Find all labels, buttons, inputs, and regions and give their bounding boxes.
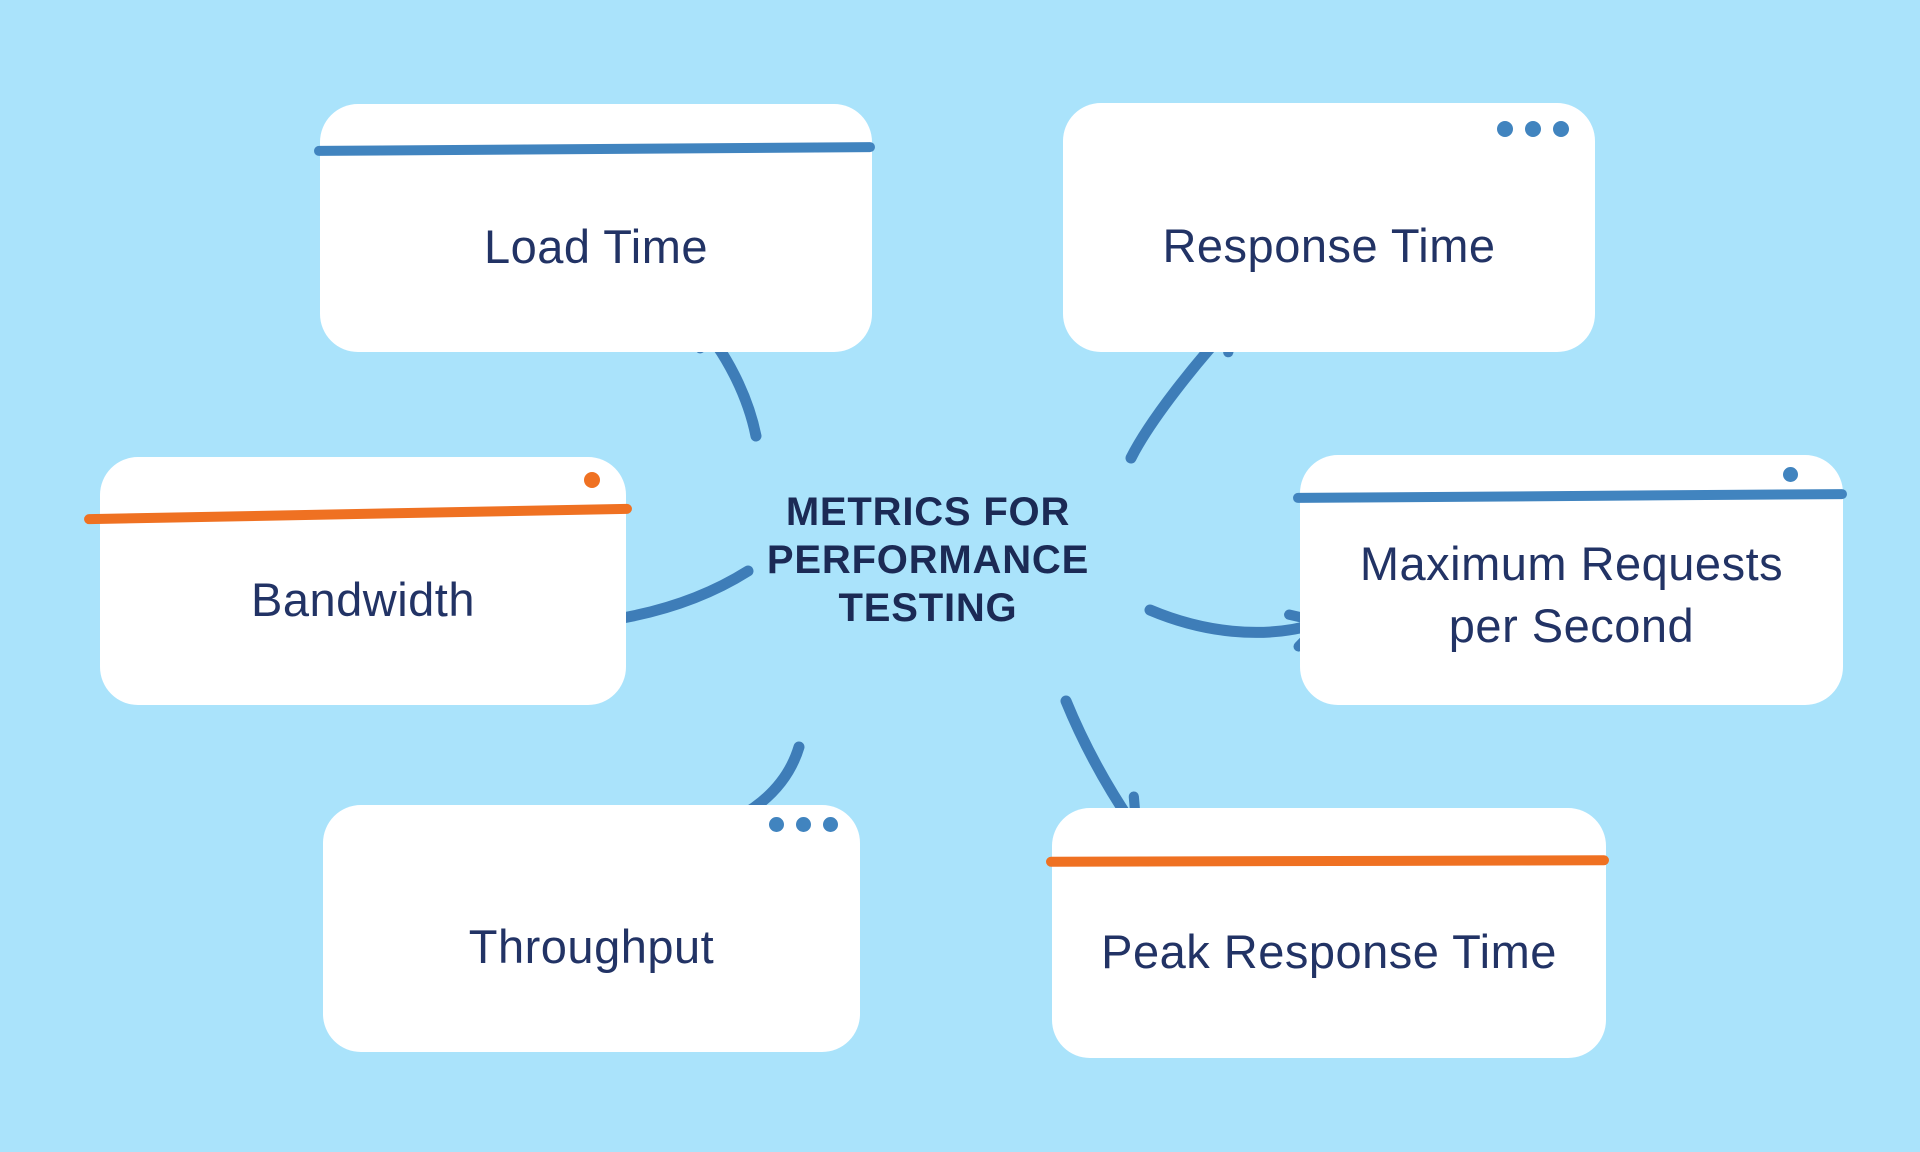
node-card-throughput: Throughput: [323, 805, 860, 1052]
node-card-load-time: Load Time: [313, 104, 876, 352]
accent-bar-icon: [1292, 489, 1848, 503]
window-dots-icon: [769, 817, 838, 832]
window-dots-icon: [1497, 121, 1569, 137]
window-dot-icon: [1783, 467, 1798, 482]
node-card-maximum-requests-per-second: Maximum Requests per Second: [1292, 455, 1848, 705]
window-dot-icon: [584, 472, 600, 488]
diagram-title-line-1: METRICS FOR: [785, 490, 1071, 534]
arrow-to-peak-response-time: [1060, 695, 1142, 836]
node-label: Response Time: [1162, 219, 1496, 273]
window-dot-icon: [769, 817, 784, 832]
window-dot-icon: [1525, 121, 1541, 137]
diagram-title-line-2: PERFORMANCE: [766, 538, 1090, 582]
node-label: Throughput: [468, 920, 715, 974]
node-card-peak-response-time: Peak Response Time: [1045, 808, 1610, 1058]
node-label: Peak Response Time: [1101, 924, 1557, 978]
node-card-response-time: Response Time: [1063, 103, 1595, 352]
accent-bar-icon: [83, 503, 633, 525]
node-card-bandwidth: Bandwidth: [83, 457, 633, 705]
node-label: Bandwidth: [251, 572, 475, 626]
window-dot-icon: [823, 817, 838, 832]
accent-bar-icon: [1045, 855, 1610, 867]
accent-bar-icon: [313, 142, 876, 156]
diagram-title: METRICS FOR PERFORMANCE TESTING: [728, 488, 1128, 632]
window-dot-icon: [796, 817, 811, 832]
node-label: Load Time: [484, 219, 708, 273]
window-dot-icon: [1553, 121, 1569, 137]
diagram-title-line-3: TESTING: [838, 586, 1018, 630]
window-dot-icon: [1497, 121, 1513, 137]
node-label: Maximum Requests per Second: [1359, 536, 1784, 652]
arrow-to-maximum-requests: [1144, 604, 1328, 652]
